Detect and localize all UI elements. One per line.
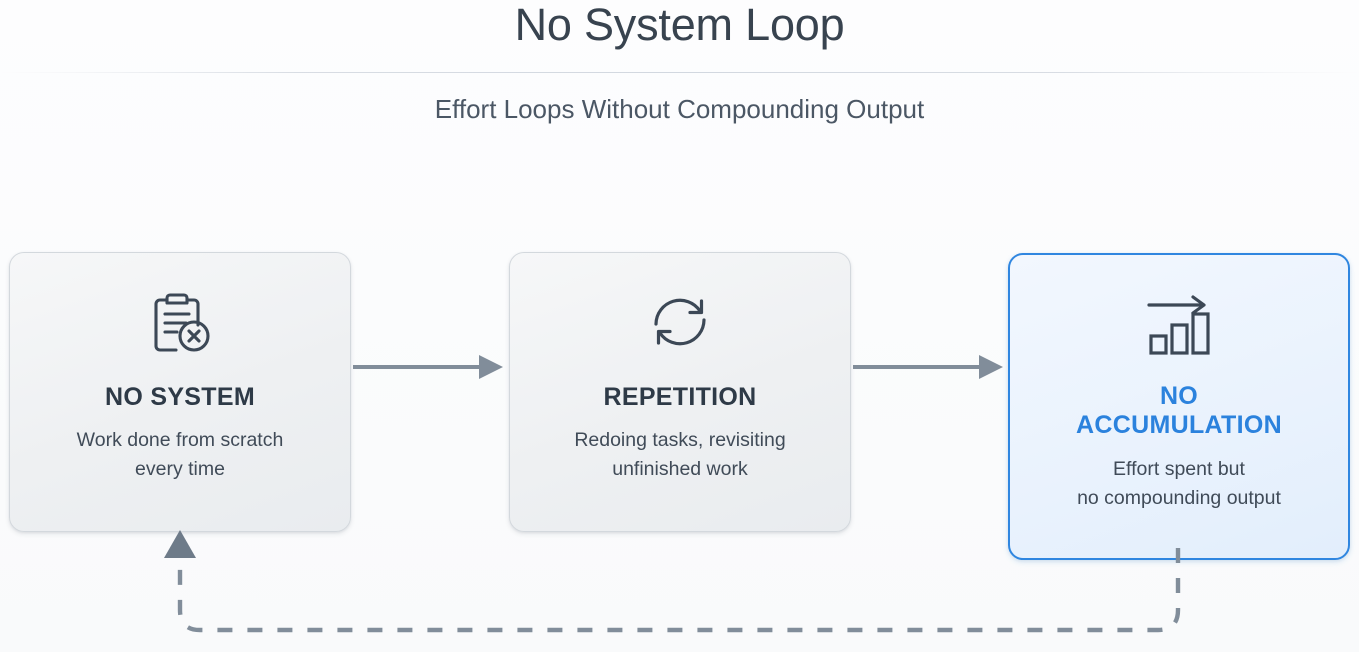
card-no-system[interactable]: NO SYSTEM Work done from scratch every t… (9, 252, 351, 532)
arrow-card1-to-card2 (351, 350, 509, 389)
card-description: Redoing tasks, revisiting unfinished wor… (574, 426, 785, 484)
page-subtitle: Effort Loops Without Compounding Output (434, 94, 925, 124)
card-repetition[interactable]: REPETITION Redoing tasks, revisiting unf… (509, 252, 851, 532)
card-title-line: ACCUMULATION (1076, 411, 1282, 439)
page-title: No System Loop (514, 0, 845, 50)
arrow-card2-to-card3 (851, 350, 1009, 389)
clipboard-x-icon (142, 284, 218, 360)
card-title: NO ACCUMULATION (1076, 382, 1282, 440)
refresh-cycle-icon (642, 284, 718, 360)
card-description-line: Redoing tasks, revisiting (574, 429, 786, 451)
card-description-line: Effort spent but (1113, 458, 1245, 480)
card-no-accumulation[interactable]: NO ACCUMULATION Effort spent but no comp… (1008, 253, 1350, 560)
title-divider (0, 72, 1359, 73)
card-description-line: Work done from scratch (76, 429, 284, 451)
card-description-line: unfinished work (612, 458, 748, 480)
card-title-line: NO (1159, 382, 1199, 410)
card-description-line: no compounding output (1077, 487, 1281, 509)
card-description-line: every time (135, 458, 225, 480)
card-description: Work done from scratch every time (77, 426, 284, 484)
card-description: Effort spent but no compounding output (1077, 455, 1281, 513)
flat-bar-chart-icon (1141, 286, 1217, 362)
card-title: REPETITION (603, 383, 757, 411)
card-title: NO SYSTEM (105, 383, 255, 411)
